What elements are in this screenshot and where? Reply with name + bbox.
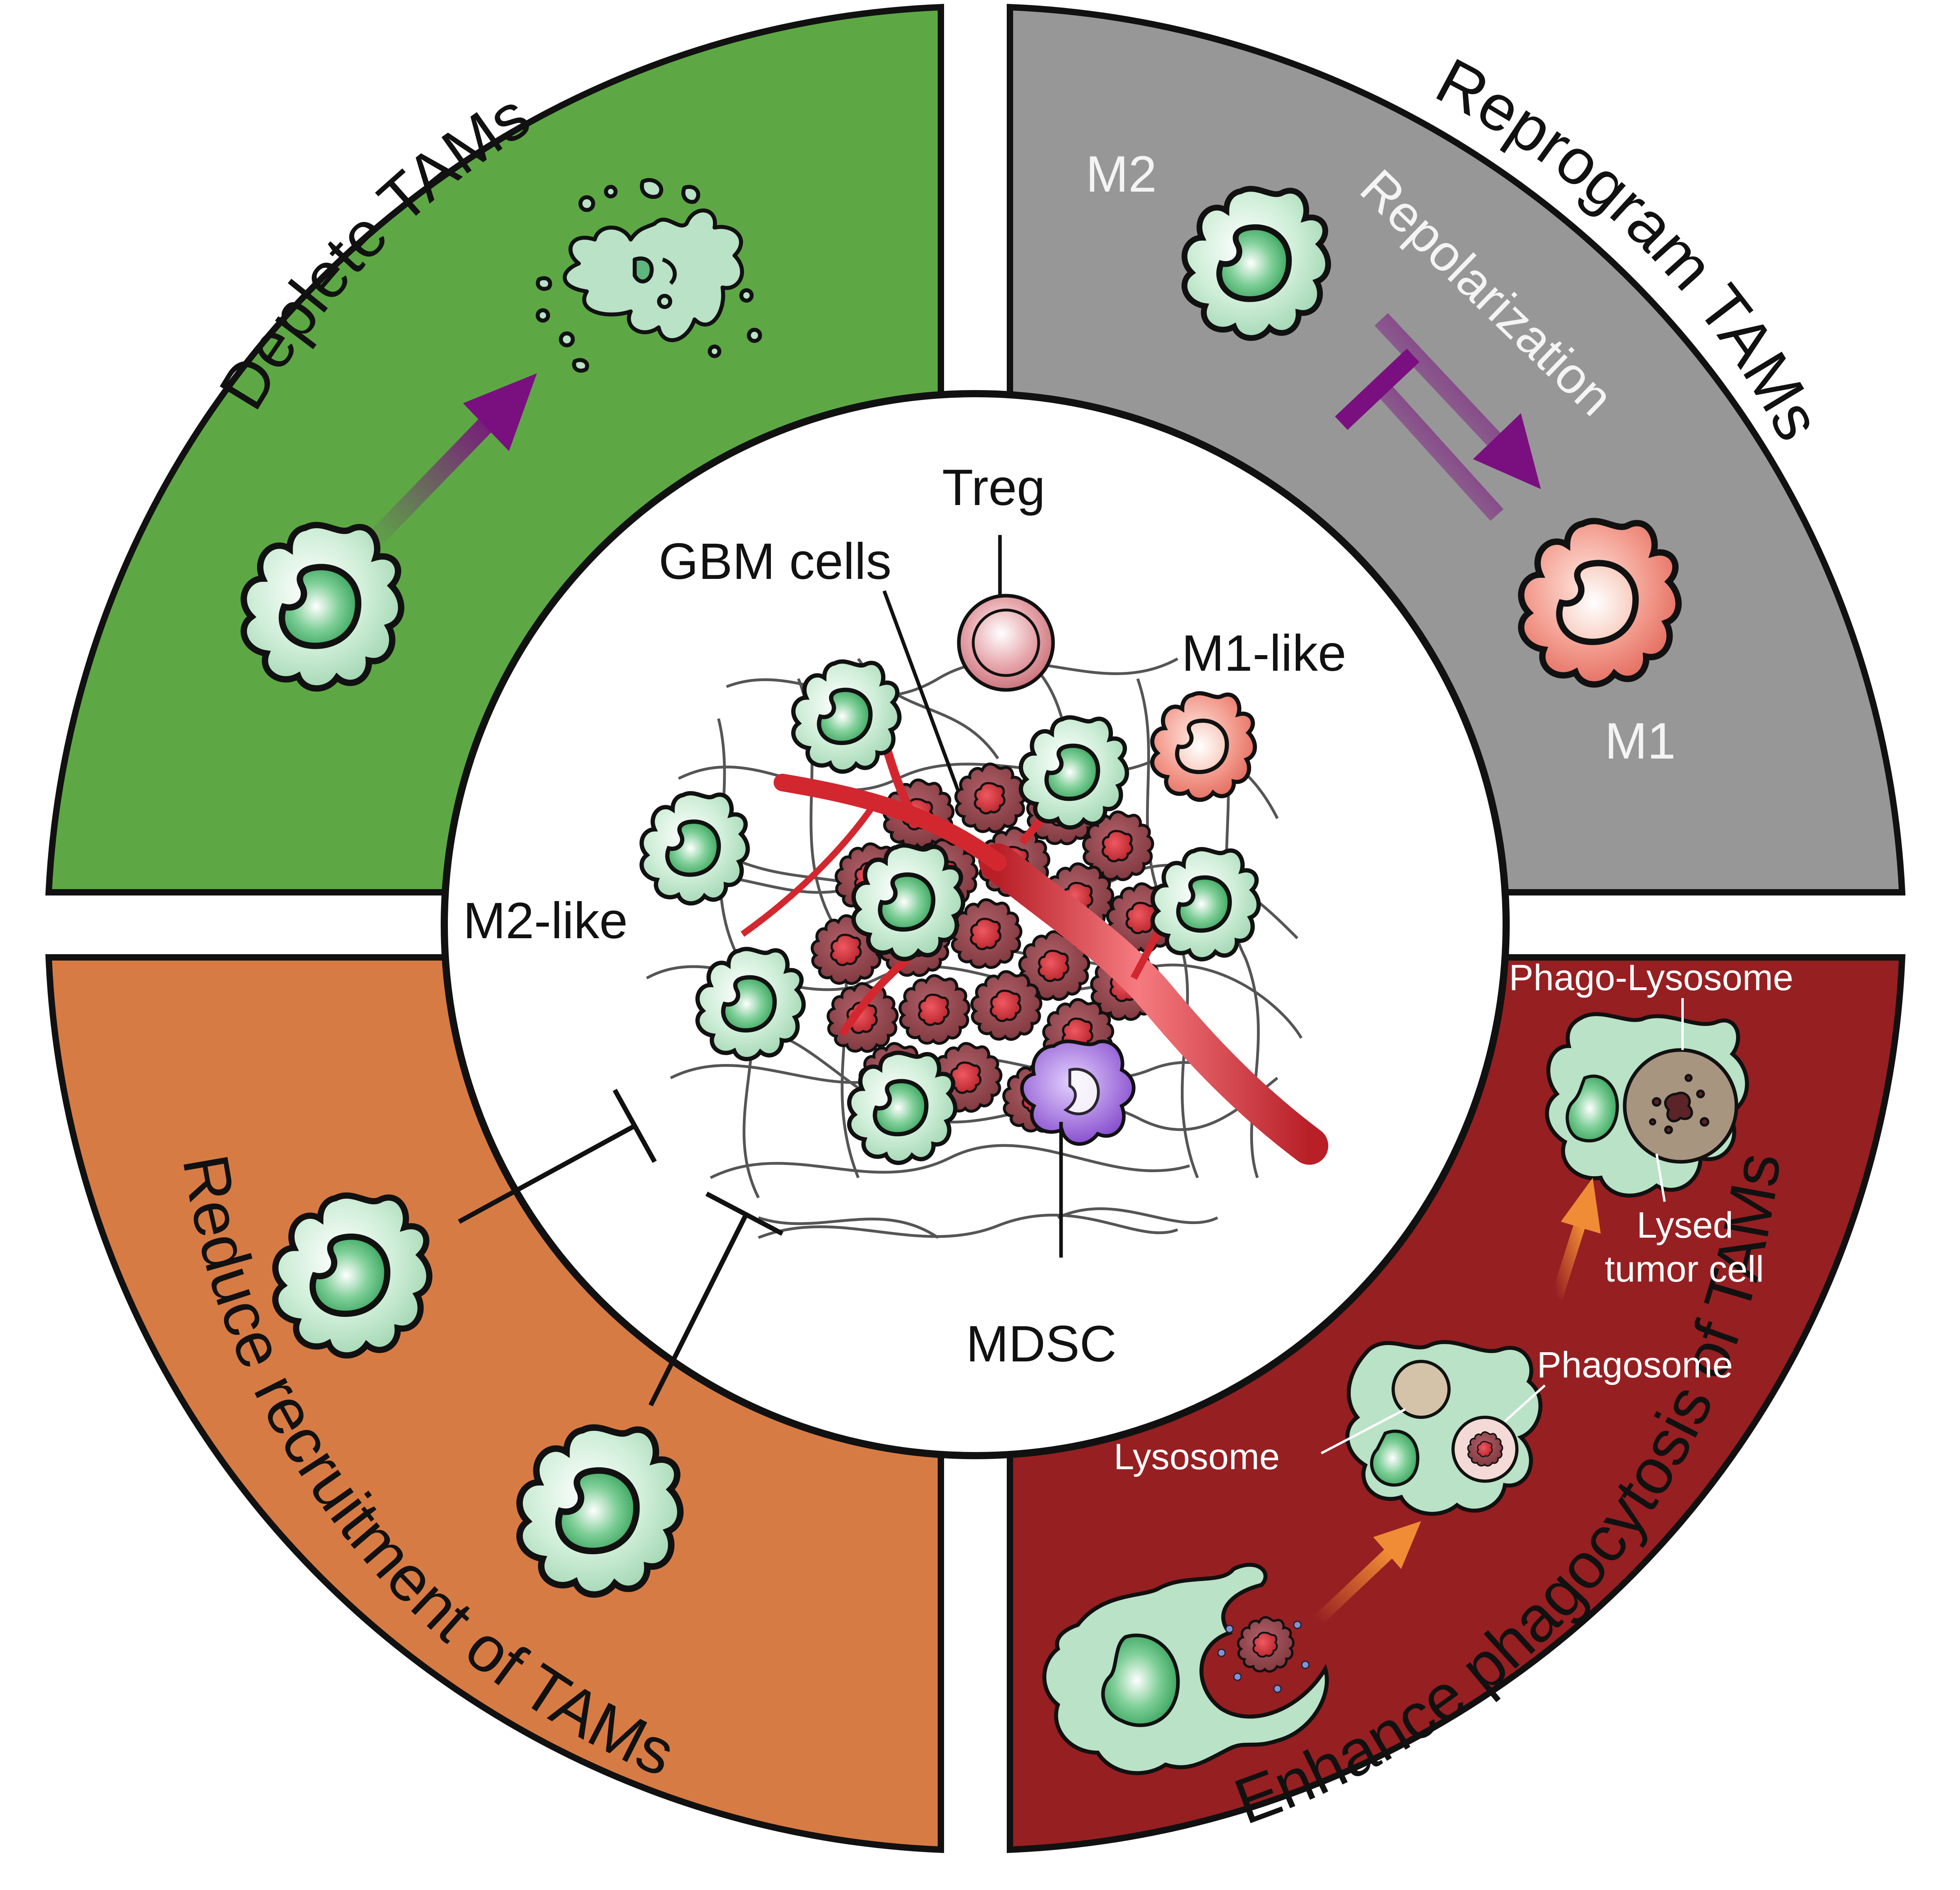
macrophage-icon: [1042, 1563, 1329, 1775]
label-phago-lysosome: Phago-Lysosome: [1509, 957, 1794, 998]
phagocytosis-illustration: Phago-Lysosome Lysed tumor cell Phagosom…: [1042, 957, 1794, 1775]
inhibition-icon: [458, 1089, 657, 1224]
treg-cell-icon: [957, 594, 1055, 692]
label-tumor-cell: tumor cell: [1605, 1249, 1764, 1290]
label-gbm-cells: GBM cells: [659, 533, 891, 590]
label-m1: M1: [1605, 713, 1676, 770]
mdsc-cell-icon: [1020, 1040, 1136, 1146]
pointer-lines: [1321, 1384, 1546, 1454]
arrow-icon: [1551, 1178, 1601, 1300]
macrophage-icon: [1345, 1340, 1542, 1516]
label-m1-like: M1-like: [1182, 625, 1346, 682]
label-treg: Treg: [942, 459, 1045, 516]
pointer-lines: [1655, 998, 1684, 1202]
arrow-icon: [1313, 1521, 1421, 1625]
recruit-illustration: [275, 1089, 784, 1595]
inhibition-icon: [648, 1191, 784, 1407]
pointer-lines: [882, 535, 1063, 1258]
tumor-microenvironment: Treg GBM cells M1-like M2-like MDSC: [463, 459, 1346, 1373]
label-m2: M2: [1086, 146, 1157, 203]
label-phagosome: Phagosome: [1537, 1345, 1733, 1385]
arrow-icon: [1374, 313, 1541, 489]
deplete-illustration: [244, 178, 762, 688]
label-lysed: Lysed: [1637, 1205, 1733, 1246]
label-lysosome: Lysosome: [1114, 1436, 1280, 1477]
arrow-icon: [364, 373, 537, 550]
label-m2-like: M2-like: [463, 892, 628, 949]
inhibition-icon: [1335, 349, 1504, 521]
dying-macrophage-icon: [536, 178, 762, 373]
label-mdsc: MDSC: [966, 1315, 1117, 1373]
macrophage-icon: [1545, 1012, 1749, 1198]
